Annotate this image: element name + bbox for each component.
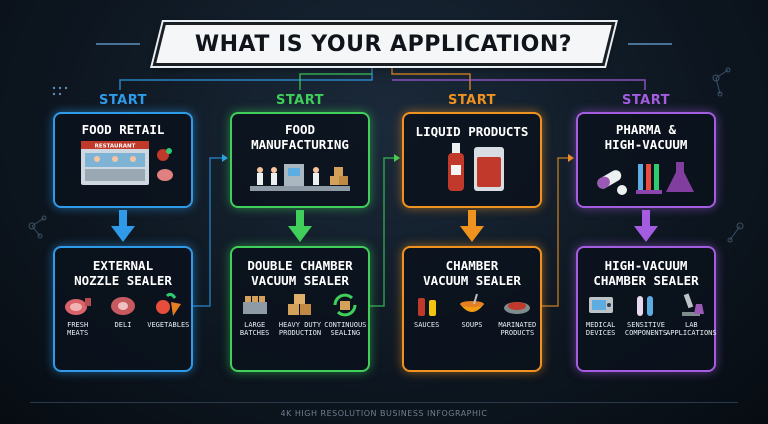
item-medical-devices: MEDICAL DEVICES (579, 292, 623, 337)
application-card-food-retail[interactable]: FOOD RETAIL RESTAURANT (53, 112, 193, 208)
card-title: FOOD MANUFACTURING (251, 122, 349, 152)
footer-divider (30, 402, 738, 403)
arrow-down-icon (288, 210, 312, 242)
start-label-retail: START (98, 93, 148, 108)
vegetables-icon (156, 292, 182, 316)
item-sauces: SAUCES (405, 292, 449, 337)
solution-card-chamber-vacuum[interactable]: CHAMBER VACUUM SEALER SAUCES SOUPS MARIN… (402, 246, 542, 372)
microscope-icon (682, 293, 705, 316)
application-card-liquid-products[interactable]: LIQUID PRODUCTS (402, 112, 542, 208)
footer-caption: 4K HIGH RESOLUTION BUSINESS INFOGRAPHIC (280, 409, 488, 418)
arrow-down-icon (111, 210, 135, 242)
item-heavy-duty: HEAVY DUTY PRODUCTION (278, 292, 322, 337)
solution-card-external-nozzle[interactable]: EXTERNAL NOZZLE SEALER FRESH MEATS DELI … (53, 246, 193, 372)
card-title: EXTERNAL NOZZLE SEALER (74, 258, 172, 288)
sauce-bottles-icon (417, 298, 436, 316)
application-card-food-manufacturing[interactable]: FOOD MANUFACTURING (230, 112, 370, 208)
card-title: DOUBLE CHAMBER VACUUM SEALER (247, 258, 353, 288)
item-fresh-meats: FRESH MEATS (56, 292, 100, 337)
card-title: LIQUID PRODUCTS (415, 124, 529, 139)
application-card-pharma[interactable]: PHARMA & HIGH-VACUUM (576, 112, 716, 208)
item-large-batches: LARGE BATCHES (233, 292, 277, 337)
medical-device-icon (588, 297, 613, 313)
soup-bowl-icon (459, 293, 484, 312)
title-banner: WHAT IS YOUR APPLICATION? (152, 22, 616, 66)
item-vegetables: VEGETABLES (146, 292, 190, 337)
svg-text:RESTAURANT: RESTAURANT (95, 144, 136, 150)
arrow-down-icon (634, 210, 658, 242)
page-title: WHAT IS YOUR APPLICATION? (195, 31, 573, 57)
solution-card-high-vacuum[interactable]: HIGH-VACUUM CHAMBER SEALER MEDICAL DEVIC… (576, 246, 717, 372)
item-deli: DELI (101, 292, 145, 337)
card-title: PHARMA & HIGH-VACUUM (604, 122, 688, 152)
solution-card-double-chamber[interactable]: DOUBLE CHAMBER VACUUM SEALER LARGE BATCH… (230, 246, 370, 372)
item-marinated: MARINATED PRODUCTS (495, 292, 539, 337)
arrow-down-icon (460, 210, 484, 242)
meat-icon (64, 298, 91, 315)
item-continuous: CONTINUOUS SEALING (323, 292, 367, 337)
card-title: CHAMBER VACUUM SEALER (423, 258, 521, 288)
lab-pills-icon (597, 162, 694, 195)
start-label-pharma: START (621, 93, 671, 108)
item-lab-applications: LAB APPLICATIONS (666, 292, 717, 337)
batch-trays-icon (242, 296, 267, 314)
vials-icon (636, 296, 653, 316)
item-soups: SOUPS (450, 292, 494, 337)
marinated-dish-icon (504, 302, 531, 314)
start-label-liquid: START (447, 93, 497, 108)
factory-line-icon (250, 164, 350, 191)
boxes-icon (287, 294, 311, 315)
start-label-manufacturing: START (275, 93, 325, 108)
restaurant-counter-icon: RESTAURANT (81, 141, 173, 185)
card-title: HIGH-VACUUM CHAMBER SEALER (593, 258, 699, 288)
deli-ham-icon (110, 297, 135, 315)
item-sensitive-components: SENSITIVE COMPONENTS (624, 292, 668, 337)
sauce-bottle-pouch-icon (448, 143, 504, 191)
card-title: FOOD RETAIL (81, 122, 165, 137)
cycle-arrows-icon (333, 293, 357, 317)
